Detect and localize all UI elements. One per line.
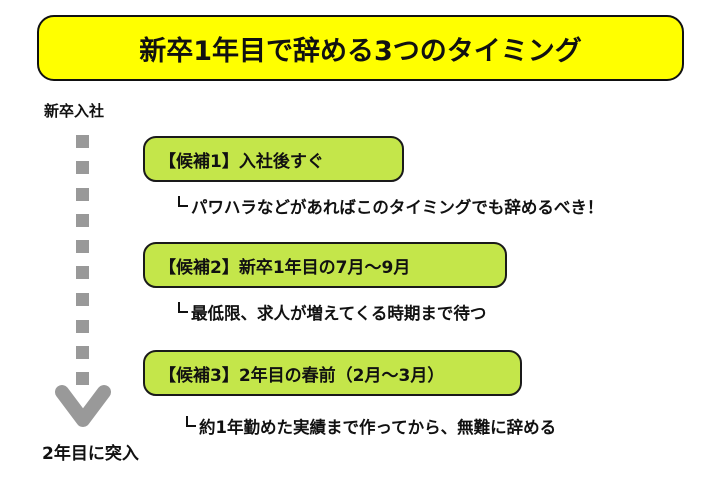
candidate-2-label: 【候補2】新卒1年目の7月〜9月 bbox=[159, 257, 411, 278]
candidate-1-label: 【候補1】入社後すぐ bbox=[159, 151, 324, 172]
candidate-3-box: 【候補3】2年目の春前（2月〜3月） bbox=[143, 350, 522, 396]
page-title: 新卒1年目で辞める3つのタイミング bbox=[139, 35, 582, 67]
corner-bracket-icon bbox=[178, 196, 188, 207]
chevron-down-icon bbox=[55, 385, 111, 427]
timeline-dot bbox=[76, 266, 89, 279]
candidate-2-box: 【候補2】新卒1年目の7月〜9月 bbox=[143, 242, 507, 288]
timeline-dot bbox=[76, 293, 89, 306]
timeline-dot bbox=[76, 240, 89, 253]
title-banner: 新卒1年目で辞める3つのタイミング bbox=[37, 15, 684, 81]
candidate-3-description-text: 約1年勤めた実績まで作ってから、無難に辞める bbox=[199, 418, 557, 437]
corner-bracket-icon bbox=[186, 416, 196, 427]
timeline-dot bbox=[76, 135, 89, 148]
timeline-dot bbox=[76, 188, 89, 201]
candidate-3-description: 約1年勤めた実績まで作ってから、無難に辞める bbox=[186, 414, 556, 438]
candidate-1-description-text: パワハラなどがあればこのタイミングでも辞めるべき！ bbox=[191, 198, 604, 217]
candidate-1-box: 【候補1】入社後すぐ bbox=[143, 136, 404, 182]
timeline-dot bbox=[76, 320, 89, 333]
candidate-1-description: パワハラなどがあればこのタイミングでも辞めるべき！ bbox=[178, 194, 603, 218]
timeline-end-label: 2年目に突入 bbox=[42, 444, 139, 464]
corner-bracket-icon bbox=[178, 302, 188, 313]
timeline-dot bbox=[76, 346, 89, 359]
timeline-dot bbox=[76, 372, 89, 385]
timeline-start-label: 新卒入社 bbox=[44, 102, 105, 120]
candidate-3-label: 【候補3】2年目の春前（2月〜3月） bbox=[159, 365, 445, 386]
candidate-2-description-text: 最低限、求人が増えてくる時期まで待つ bbox=[191, 304, 487, 323]
timeline-dot bbox=[76, 161, 89, 174]
candidate-2-description: 最低限、求人が増えてくる時期まで待つ bbox=[178, 300, 486, 324]
timeline-dot bbox=[76, 214, 89, 227]
